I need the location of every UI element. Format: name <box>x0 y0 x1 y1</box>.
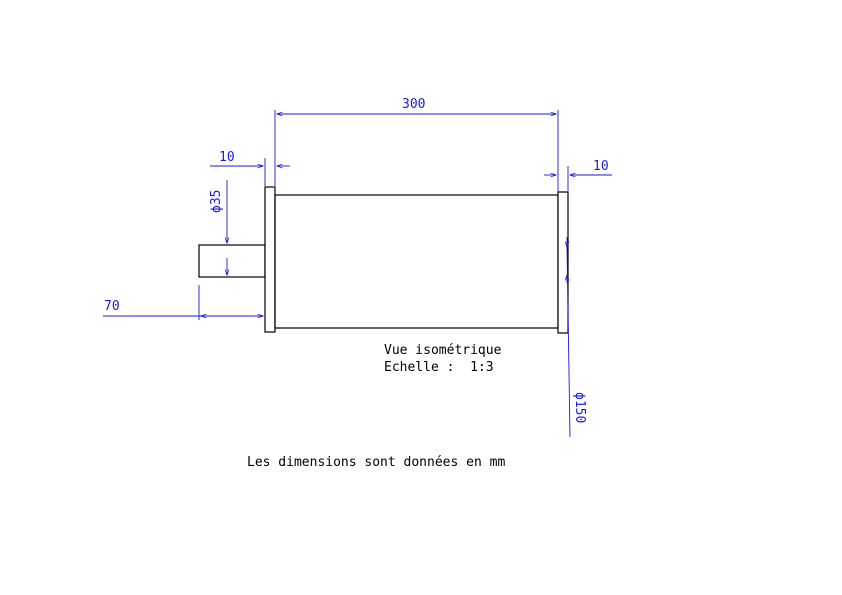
dimension-label-300: 300 <box>402 97 425 112</box>
dimension-label-left-10: 10 <box>219 150 235 165</box>
part-outline <box>198 186 569 334</box>
scale-label: Echelle : 1:3 <box>384 360 494 375</box>
dimension-label-right-10: 10 <box>593 159 609 174</box>
dimension-label-phi35: ϕ35 <box>209 190 224 213</box>
dimension-shaft-length <box>103 285 263 320</box>
dimension-label-phi150: ϕ150 <box>572 392 587 423</box>
right-flange <box>557 191 569 334</box>
view-label: Vue isométrique <box>384 343 502 358</box>
left-flange <box>264 186 276 333</box>
dimension-right-flange <box>544 166 612 191</box>
cylinder-body <box>274 194 559 329</box>
dimension-overall-length <box>274 110 559 192</box>
dimension-left-flange <box>210 158 290 186</box>
shaft <box>198 244 266 278</box>
dimension-body-diameter <box>567 237 571 438</box>
units-note: Les dimensions sont données en mm <box>247 455 505 470</box>
dimension-label-70: 70 <box>104 299 120 314</box>
